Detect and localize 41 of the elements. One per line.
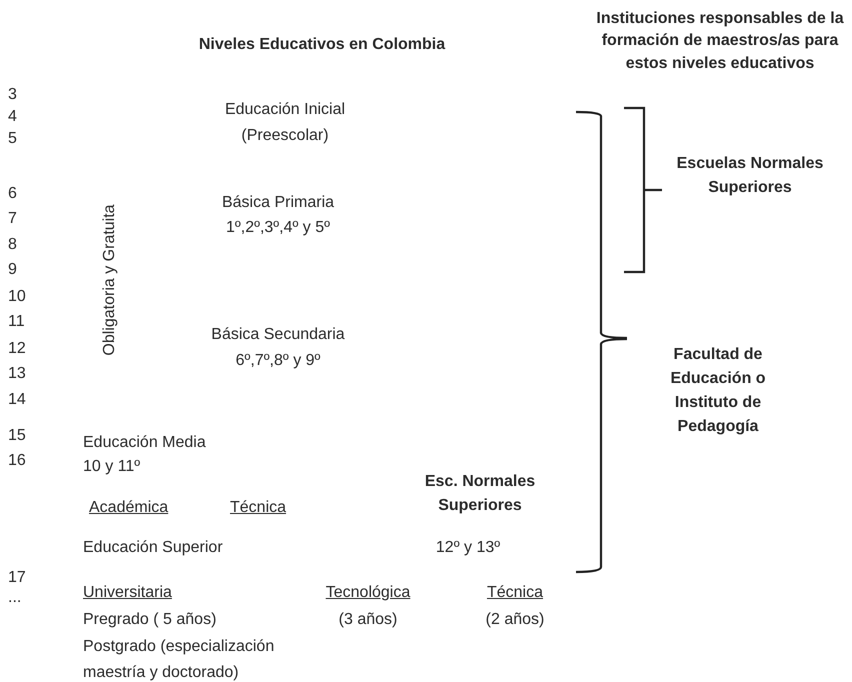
vertical-label: Obligatoria y Gratuita <box>100 203 119 358</box>
level-text: Académica <box>89 498 168 518</box>
level-text: Técnica <box>230 498 286 518</box>
level-text: 10 y 11º <box>83 457 140 477</box>
age-number: ... <box>8 588 22 608</box>
level-text: 6º,7º,8º y 9º <box>234 351 322 371</box>
age-number: 3 <box>8 85 17 105</box>
heading-text: Facultad de Educación o Instituto de Pedagogía <box>669 345 767 437</box>
diagram-title: Niveles Educativos en Colombia <box>198 36 446 54</box>
level-text: (3 años) <box>338 610 398 630</box>
age-number: 11 <box>8 312 25 332</box>
age-number: 6 <box>8 184 17 204</box>
level-text: (Preescolar) <box>240 126 330 146</box>
level-text: Educación Media <box>83 433 206 453</box>
age-number: 10 <box>8 287 26 307</box>
age-number: 9 <box>8 260 17 280</box>
level-text: Básica Primaria <box>220 193 336 213</box>
age-number: 16 <box>8 451 26 471</box>
level-text: Tecnológica <box>324 583 412 603</box>
level-text: Educación Superior <box>83 538 223 558</box>
level-text: 1º,2º,3º,4º y 5º <box>225 218 331 238</box>
age-number: 8 <box>8 235 17 255</box>
age-number: 12 <box>8 339 26 359</box>
level-text: (2 años) <box>484 610 546 630</box>
age-number: 7 <box>8 209 17 229</box>
heading-text: Instituciones responsables de la formación de maestros/as para estos niveles educativos <box>595 9 845 74</box>
age-number: 5 <box>8 129 17 149</box>
level-text: Postgrado (especialización maestría y doctorado) <box>83 637 276 682</box>
age-number: 15 <box>8 426 26 446</box>
level-text: Pregrado ( 5 años) <box>83 610 216 630</box>
heading-text: Escuelas Normales Superiores <box>676 154 824 198</box>
level-text: Universitaria <box>83 583 172 603</box>
age-number: 13 <box>8 364 26 384</box>
heading-text: Esc. Normales Superiores <box>424 472 536 516</box>
age-number: 4 <box>8 107 17 127</box>
age-number: 14 <box>8 390 26 410</box>
age-number: 17 <box>8 568 26 588</box>
level-text: 12º y 13º <box>434 538 502 558</box>
level-text: Educación Inicial <box>224 100 346 120</box>
level-text: Técnica <box>486 583 544 603</box>
level-text: Básica Secundaria <box>210 325 346 345</box>
